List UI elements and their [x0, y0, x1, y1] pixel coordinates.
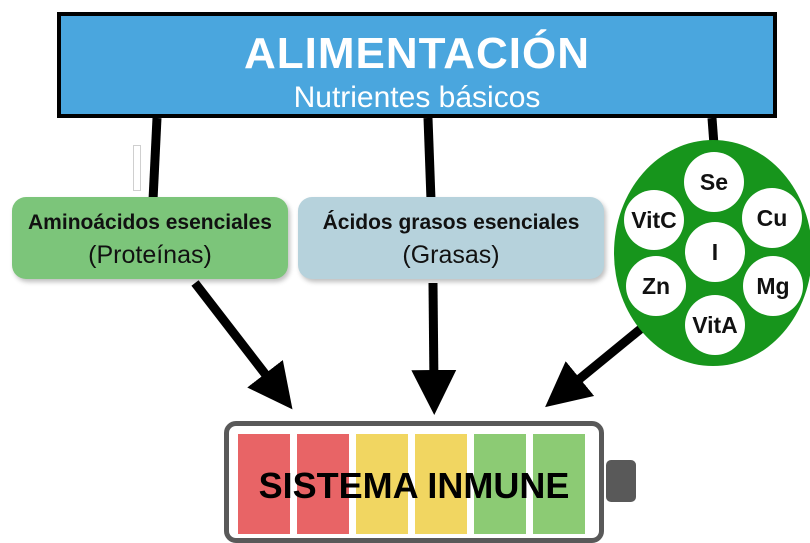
battery-cell-1 [238, 434, 290, 534]
mineral-vitc: VitC [624, 190, 684, 250]
acidos-grasos-box: Ácidos grasos esenciales (Grasas) [298, 197, 604, 279]
sistema-inmune-label: SISTEMA INMUNE [258, 465, 570, 506]
battery-cell-4 [415, 434, 467, 534]
small-placeholder-rect [133, 145, 141, 191]
micronutrients-circle: Se VitC Cu I Zn Mg VitA [614, 140, 810, 366]
battery-cell-5 [474, 434, 526, 534]
mineral-mg: Mg [743, 256, 803, 316]
alimentacion-subtitle: Nutrientes básicos [293, 81, 541, 114]
mineral-vita: VitA [685, 295, 745, 355]
alimentacion-title: ALIMENTACIÓN [243, 29, 591, 78]
acidos-grasos-subtitle: (Grasas) [402, 241, 500, 269]
line-header-to-amino [148, 117, 162, 201]
battery-cell-6 [533, 434, 585, 534]
aminoacidos-box: Aminoácidos esenciales (Proteínas) [12, 197, 288, 279]
mineral-cu: Cu [742, 188, 802, 248]
arrow-micro-to-battery [545, 323, 646, 408]
arrow-amino-to-battery [191, 280, 293, 410]
acidos-grasos-title: Ácidos grasos esenciales [322, 211, 580, 234]
battery-terminal [606, 460, 636, 502]
aminoacidos-title: Aminoácidos esenciales [28, 211, 272, 234]
alimentacion-box: ALIMENTACIÓN Nutrientes básicos [57, 12, 777, 118]
aminoacidos-subtitle: (Proteínas) [88, 241, 212, 269]
battery-cell-2 [297, 434, 349, 534]
line-header-to-grasos [423, 117, 436, 201]
arrow-grasos-to-battery [411, 282, 457, 415]
mineral-zn: Zn [626, 256, 686, 316]
battery-cell-3 [356, 434, 408, 534]
mineral-se: Se [684, 152, 744, 212]
mineral-i: I [685, 222, 745, 282]
